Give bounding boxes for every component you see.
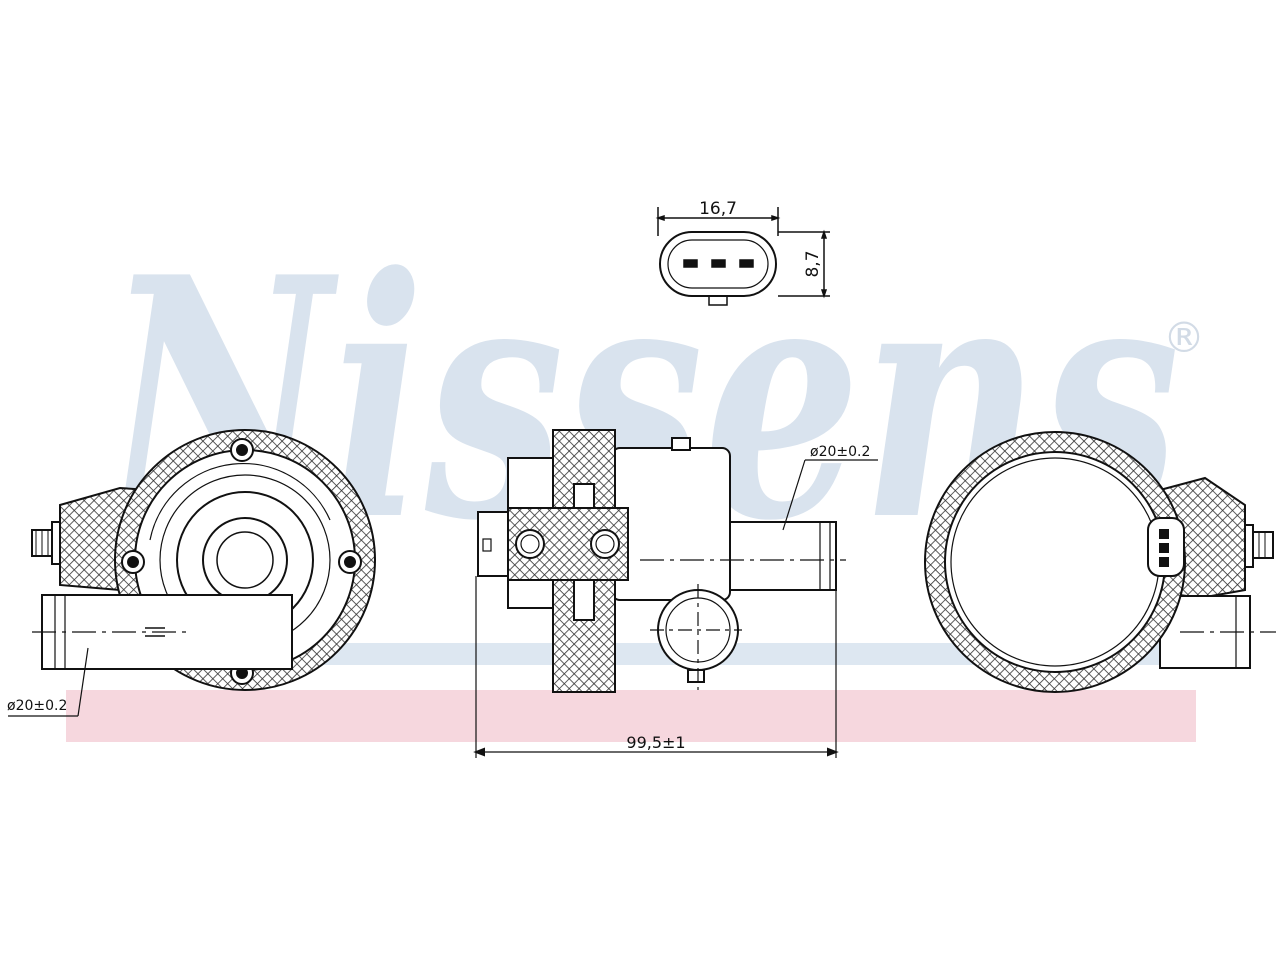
connector-height-label: 8,7 <box>803 250 823 277</box>
pump-rear-view <box>924 431 1276 693</box>
watermark-band-blue <box>66 643 1196 665</box>
outlet-diameter-side-label: ø20±0.2 <box>810 444 870 460</box>
connector-detail <box>655 207 830 306</box>
watermark-band-pink <box>66 690 1196 742</box>
pump-front-view <box>8 429 376 717</box>
pump-side-view <box>473 429 878 758</box>
connector-width-label: 16,7 <box>699 199 737 219</box>
outlet-diameter-left-label: ø20±0.2 <box>7 698 67 714</box>
overall-length-label: 99,5±1 <box>626 733 685 752</box>
watermark-registered-mark: ® <box>1163 313 1205 362</box>
